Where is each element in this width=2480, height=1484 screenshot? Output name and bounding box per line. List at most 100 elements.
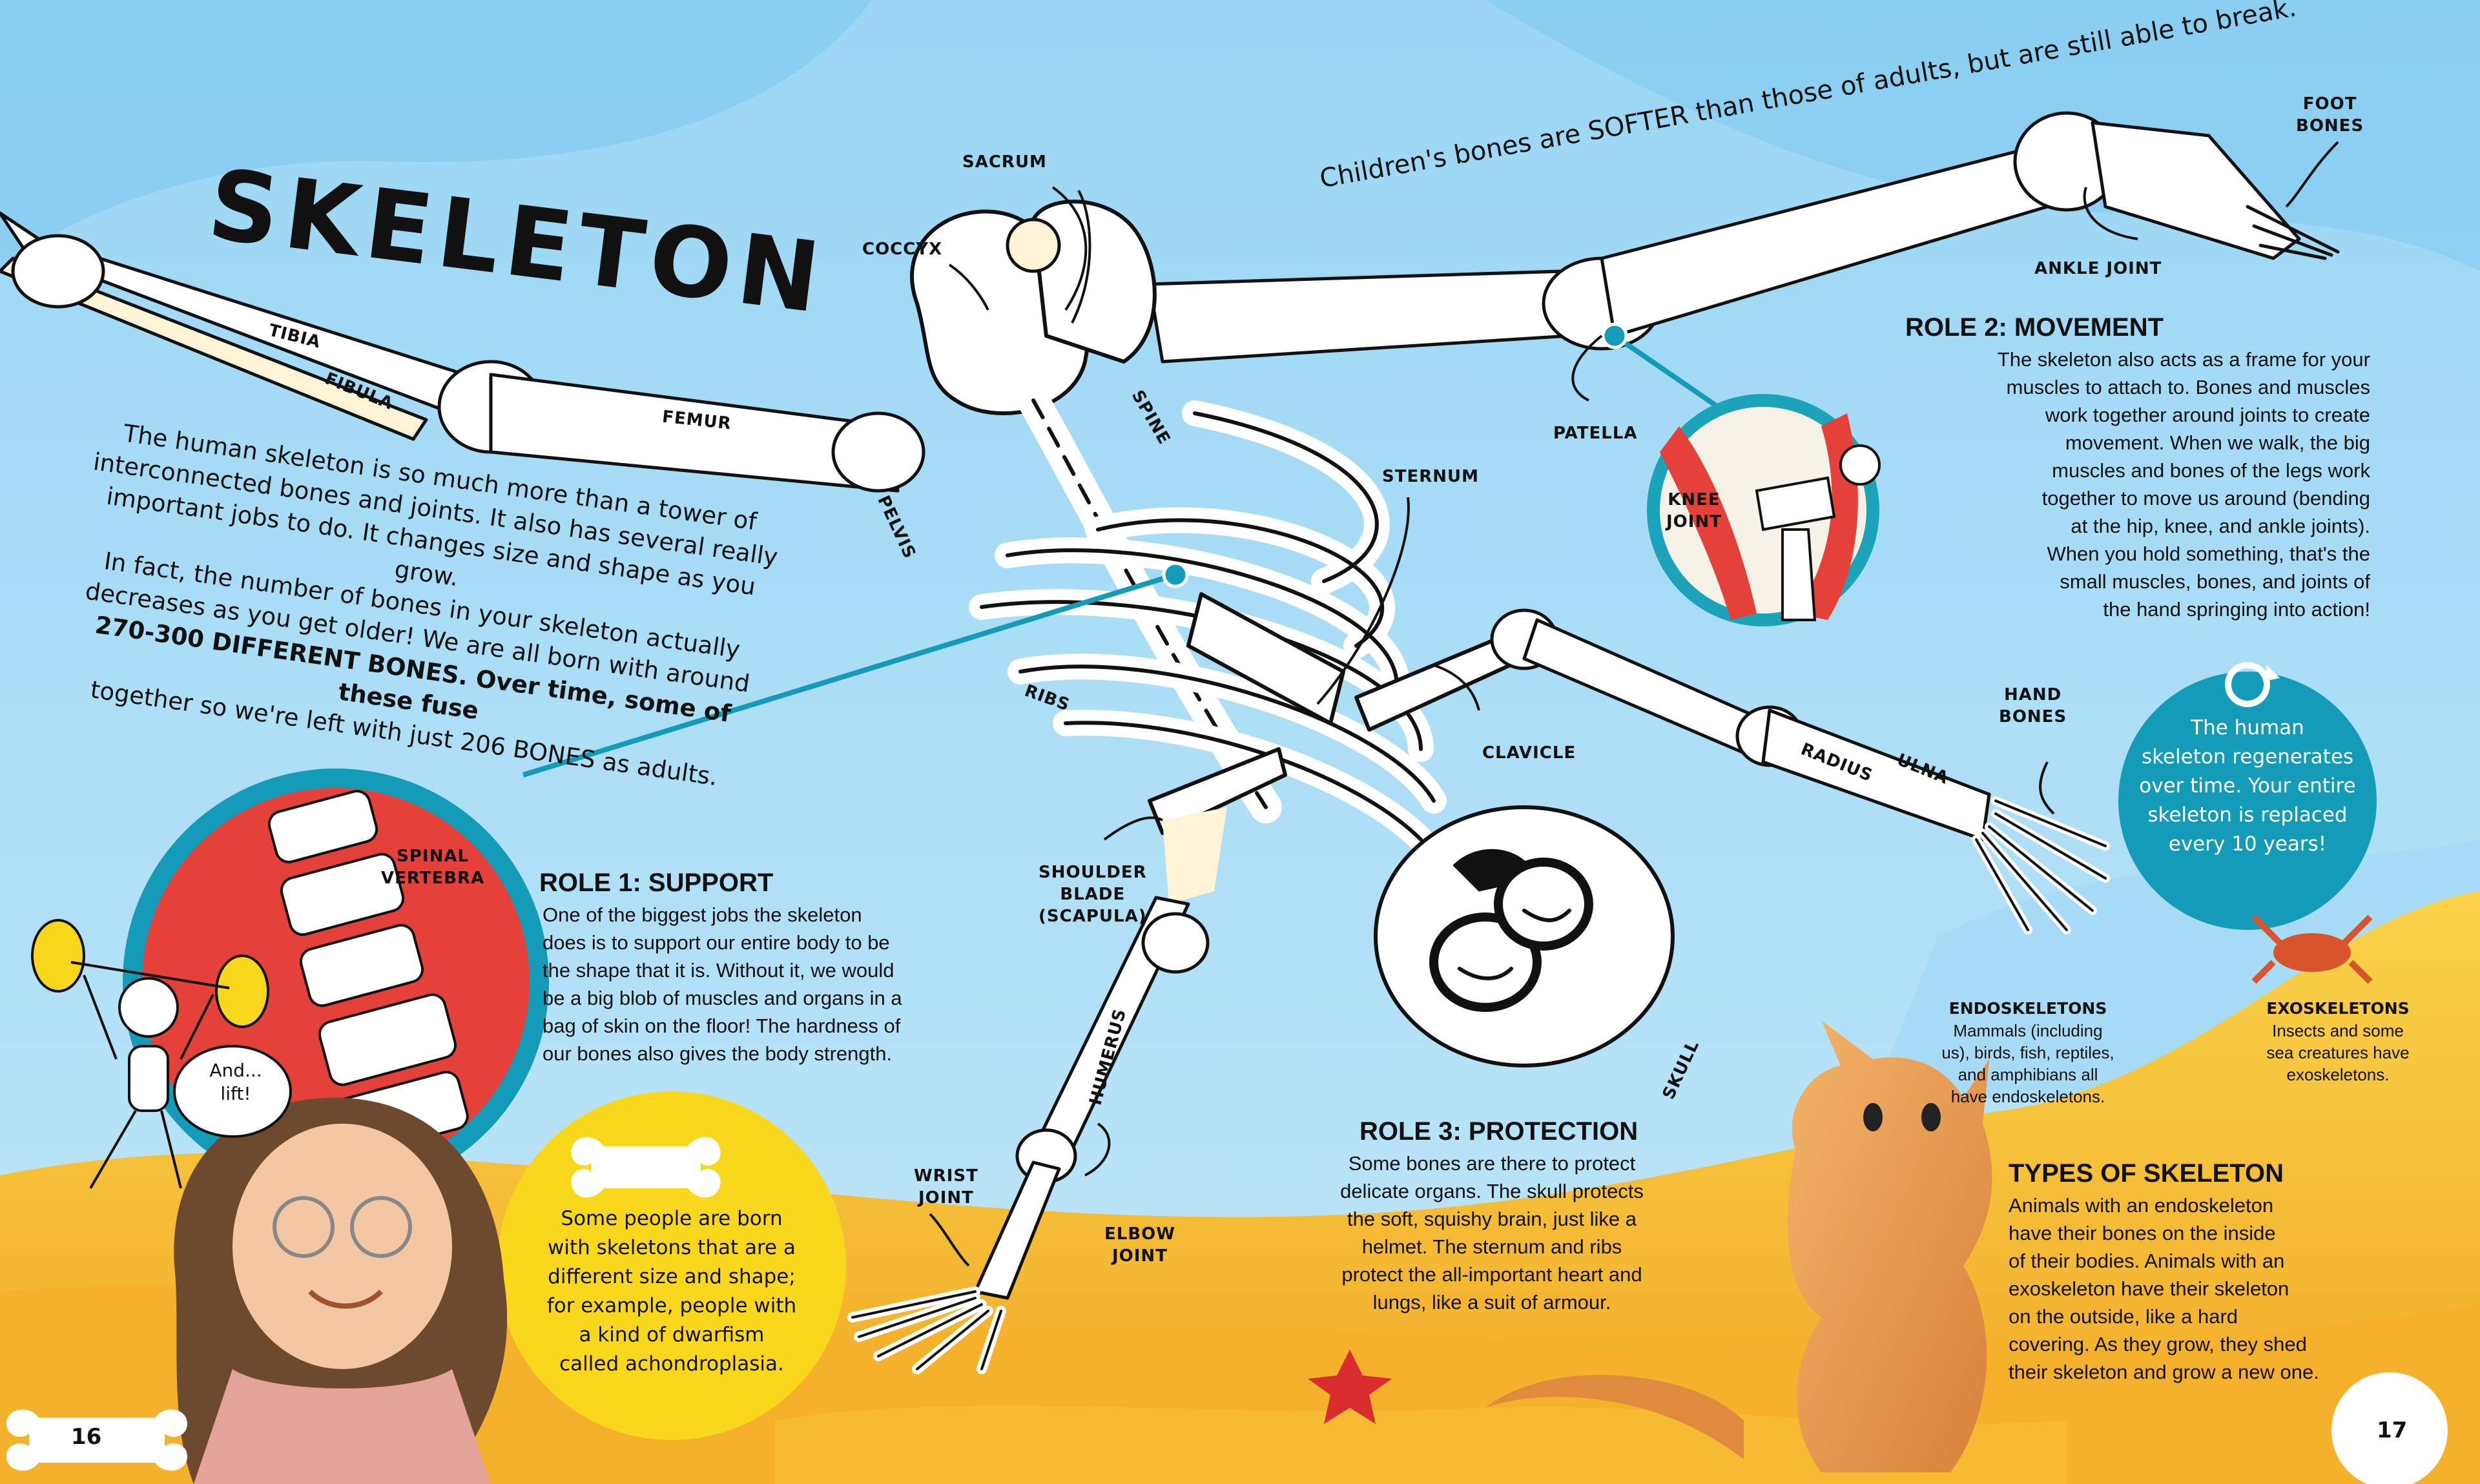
role3-line: helmet. The sternum and ribs [1361,1235,1622,1258]
exoskeletons-line: exoskeletons. [2286,1065,2390,1084]
label-elbow-joint: ELBOW JOINT [1104,1224,1175,1268]
callout-dot [1162,561,1189,588]
sky-cloud [0,0,872,271]
endoskeletons-line: Mammals (including [1953,1021,2103,1040]
exoskeletons-line: sea creatures have [2266,1043,2410,1062]
role3-line: protect the all-important heart and [1341,1263,1642,1286]
endoskeletons-heading: ENDOSKELETONS [1948,999,2107,1018]
role3-line: the soft, squishy brain, just like a [1347,1208,1637,1230]
label-line: WRIST [914,1166,978,1186]
bone-fact-line: a kind of dwarfism [579,1323,765,1346]
label-line: KNEE [1668,490,1720,510]
role2-line: muscles to attach to. Bones and muscles [2006,376,2370,398]
types-heading: TYPES OF SKELETON [2009,1159,2284,1188]
role2-heading: ROLE 2: MOVEMENT [1905,313,2164,342]
bone-fact-text: Some people are born with skeletons that… [517,1204,827,1379]
callout-line [522,572,1177,778]
label-line: JOINT [1111,1246,1168,1266]
page-number-left: 16 [71,1424,102,1450]
bone-fact-line: for example, people with [546,1294,797,1317]
crab-photo [2251,914,2373,984]
endoskeletons-line: and amphibians all [1958,1065,2098,1084]
role2-line: together to move us around (bending [2041,487,2370,510]
callout-line [1613,333,1720,409]
regenerates-line: skeleton is replaced [2147,803,2348,827]
types-line: their skeleton and grow a new one. [2009,1361,2319,1383]
exoskeletons-heading: EXOSKELETONS [2266,999,2410,1018]
label-line: SPINAL [397,847,470,866]
label-line: FOOT [2302,94,2357,114]
types-line: covering. As they grow, they shed [2009,1333,2307,1355]
role2-line: small muscles, bones, and joints of [2060,570,2370,593]
bone-fact-line: Some people are born [561,1207,783,1230]
role1-line: be a big blob of muscles and organs in a [542,987,902,1009]
label-line: (SCAPULA) [1038,906,1147,926]
role2-line: at the hip, knee, and ankle joints). [2071,515,2370,537]
role2-line: muscles and bones of the legs work [2052,459,2370,482]
label-line: SHOULDER [1038,863,1147,882]
label-foot-bones: FOOT BONES [2296,94,2364,138]
label-spinal-vertebra: SPINAL VERTEBRA [381,846,484,890]
role1-line: bag of skin on the floor! The hardness o… [542,1015,901,1037]
endoskeletons-line: us), birds, fish, reptiles, [1941,1043,2114,1062]
cat-photo [1485,1020,1992,1472]
endoskeletons-line: have endoskeletons. [1950,1087,2105,1106]
page-number-right: 17 [2377,1417,2408,1443]
regenerates-text: The human skeleton regenerates over time… [2138,714,2357,859]
label-line: BONES [1999,706,2067,727]
label-line: BLADE [1060,884,1126,904]
girl-photo [174,1098,508,1484]
role1-line: does is to support our entire body to be [542,931,890,954]
types-line: of their bodies. Animals with an [2009,1250,2285,1272]
types-line: on the outside, like a hard [2009,1305,2238,1328]
regenerates-line: over time. Your entire [2139,774,2356,798]
role3-line: lungs, like a suit of armour. [1372,1291,1611,1314]
exoskeletons-line: Insects and some [2272,1021,2404,1040]
label-wrist-joint: WRIST JOINT [914,1166,978,1210]
role2-line: work together around joints to create [2045,404,2370,426]
label-line: JOINT [918,1188,974,1208]
role2-line: The skeleton also acts as a frame for yo… [1997,348,2370,371]
skeleton-illustration [0,111,2340,1374]
label-line: ELBOW [1104,1224,1175,1244]
label-line: BONES [2296,116,2364,136]
page-number-bubble [2331,1372,2448,1484]
page-number-bone [6,1409,187,1471]
role3-heading: ROLE 3: PROTECTION [1359,1117,1638,1146]
starfish-icon [1308,1350,1392,1424]
role2-body: The skeleton also acts as a frame for yo… [1925,345,2370,623]
role3-body: Some bones are there to protect delicate… [1305,1149,1679,1316]
label-shoulder-blade: SHOULDER BLADE (SCAPULA) [1038,862,1147,927]
types-line: Animals with an endoskeleton [2009,1194,2274,1217]
label-line: HAND [2003,685,2062,705]
regenerates-circle [2118,662,2377,930]
label-line: JOINT [1666,511,1722,531]
label-coccyx: COCCYX [862,240,943,259]
role3-line: delicate organs. The skull protects [1340,1180,1644,1202]
types-body: Animals with an endoskeleton have their … [2009,1191,2422,1386]
knee-joint-circle [1647,394,1881,626]
label-knee-joint: KNEE JOINT [1666,490,1722,533]
endoskeletons-block: ENDOSKELETONS Mammals (including us), bi… [1912,998,2144,1108]
role3-line: Some bones are there to protect [1348,1152,1636,1175]
speech-line: lift! [220,1083,251,1104]
regenerates-line: skeleton regenerates [2141,745,2354,768]
bone-fact-line: called achondroplasia. [559,1352,784,1376]
role2-line: When you hold something, that's the [2047,542,2371,565]
role1-body: One of the biggest jobs the skeleton doe… [542,901,956,1067]
label-arrows [929,141,2339,1267]
role2-line: the hand springing into action! [2103,598,2370,621]
bone-fact-circle [497,1091,846,1440]
callout-dot [1601,322,1628,349]
label-sacrum: SACRUM [962,152,1047,172]
regenerates-line: every 10 years! [2168,832,2327,856]
role1-line: our bones also gives the body strength. [542,1042,893,1065]
role2-line: movement. When we walk, the big [2065,431,2370,454]
label-line: VERTEBRA [381,868,485,888]
types-line: have their bones on the inside [2009,1222,2276,1244]
weightlifter-skeleton [31,919,292,1190]
label-ankle-joint: ANKLE JOINT [2034,259,2162,278]
role1-line: the shape that it is. Without it, we wou… [542,959,894,982]
